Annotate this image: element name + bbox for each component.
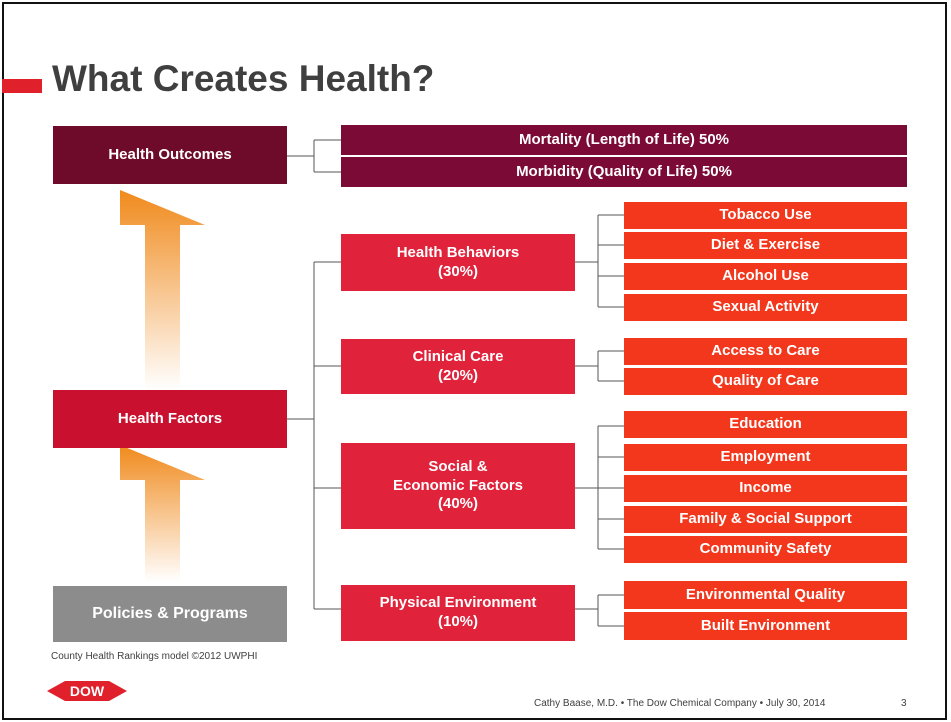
leaf-built-environment: Built Environment xyxy=(624,612,907,640)
leaf-environmental-quality: Environmental Quality xyxy=(624,581,907,609)
leaf-tobacco-use: Tobacco Use xyxy=(624,202,907,229)
page-number: 3 xyxy=(901,698,907,709)
category-physical-environment: Physical Environment (10%) xyxy=(341,585,575,641)
source-citation: County Health Rankings model ©2012 UWPHI xyxy=(51,651,258,662)
category-clinical-care: Clinical Care (20%) xyxy=(341,339,575,394)
arrow-policies-to-factors xyxy=(120,445,205,582)
leaf-sexual-activity: Sexual Activity xyxy=(624,294,907,321)
morbidity-box: Morbidity (Quality of Life) 50% xyxy=(341,157,907,187)
health-outcomes-box: Health Outcomes xyxy=(53,126,287,184)
leaf-access-to-care: Access to Care xyxy=(624,338,907,365)
leaf-education: Education xyxy=(624,411,907,438)
leaf-community-safety: Community Safety xyxy=(624,536,907,563)
dow-logo: DOW xyxy=(47,681,127,701)
title-accent-bar xyxy=(2,79,42,93)
footer-text: Cathy Baase, M.D. • The Dow Chemical Com… xyxy=(534,698,826,709)
category-health-behaviors: Health Behaviors (30%) xyxy=(341,234,575,291)
leaf-diet-exercise: Diet & Exercise xyxy=(624,232,907,259)
leaf-quality-of-care: Quality of Care xyxy=(624,368,907,395)
leaf-family-social-support: Family & Social Support xyxy=(624,506,907,533)
mortality-box: Mortality (Length of Life) 50% xyxy=(341,125,907,155)
leaf-alcohol-use: Alcohol Use xyxy=(624,263,907,290)
arrow-factors-to-outcomes xyxy=(120,190,205,390)
category-social-economic: Social & Economic Factors (40%) xyxy=(341,443,575,529)
policies-programs-box: Policies & Programs xyxy=(53,586,287,642)
leaf-employment: Employment xyxy=(624,444,907,471)
leaf-income: Income xyxy=(624,475,907,502)
slide-title: What Creates Health? xyxy=(52,58,435,99)
health-factors-box: Health Factors xyxy=(53,390,287,448)
dow-logo-text: DOW xyxy=(70,683,105,699)
